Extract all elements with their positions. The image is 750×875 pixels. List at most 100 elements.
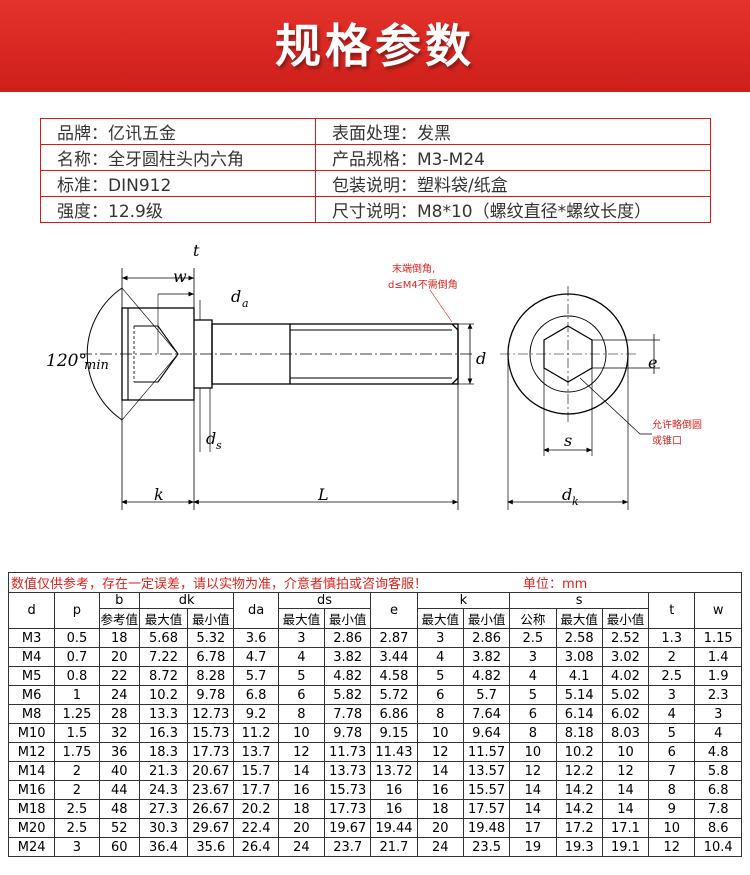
label-ds: d [206, 429, 216, 448]
sub-k-max: 最大值 [416, 608, 464, 629]
table-cell: 7.64 [462, 704, 511, 724]
product-info-table: 品牌：亿讯五金 表面处理：发黑 名称：全牙圆柱头内六角 产品规格：M3-M24 … [40, 118, 711, 223]
info-standard: 标准：DIN912 [40, 170, 316, 197]
table-cell: 2.5 [54, 799, 100, 819]
info-row: 品牌：亿讯五金 表面处理：发黑 [40, 118, 711, 145]
table-cell: 11.57 [462, 742, 511, 762]
table-cell: 16 [277, 780, 326, 800]
table-cell: 13.57 [462, 761, 511, 781]
table-cell: 40 [98, 761, 140, 781]
table-cell: 12 [416, 742, 464, 762]
col-ds: ds [277, 592, 372, 609]
table-cell: 6.02 [601, 704, 650, 724]
table-cell: 17.57 [462, 799, 511, 819]
table-cell: 14.2 [555, 799, 603, 819]
table-cell: 14.2 [555, 780, 603, 800]
table-cell: 9.64 [462, 723, 511, 743]
label-da: d [231, 287, 241, 306]
table-cell: 5 [277, 666, 326, 686]
info-surface: 表面处理：发黑 [315, 118, 711, 145]
table-cell: 15.7 [233, 761, 279, 781]
table-cell: 6 [416, 685, 464, 705]
table-cell: 6.14 [555, 704, 603, 724]
table-cell: 1.4 [694, 647, 742, 667]
table-cell: 17.2 [555, 818, 603, 838]
table-cell: 19 [509, 837, 557, 857]
table-header-row: d p b dk da ds e k s t w [7, 592, 742, 629]
table-cell: 8.18 [555, 723, 603, 743]
table-cell: 17.73 [187, 742, 235, 762]
label-dk: d [562, 485, 572, 504]
table-cell: 2.86 [324, 628, 372, 648]
table-cell: 11.2 [233, 723, 279, 743]
table-cell: 23.7 [324, 837, 372, 857]
note-round-1: 允许略倒圆 [652, 418, 702, 431]
table-cell: 20.2 [233, 799, 279, 819]
table-cell: 20.67 [187, 761, 235, 781]
info-packaging: 包装说明：塑料袋/纸盒 [315, 170, 711, 197]
table-cell: 7.8 [694, 799, 742, 819]
info-brand: 品牌：亿讯五金 [40, 118, 316, 145]
table-cell: 4 [277, 647, 326, 667]
table-cell: M16 [7, 780, 56, 800]
table-cell: 2.5 [509, 628, 557, 648]
header-banner: 规格参数 [0, 0, 750, 92]
table-cell: 14 [277, 761, 326, 781]
table-cell: 19.44 [370, 818, 418, 838]
label-s: s [564, 431, 572, 450]
sub-ds-min: 最小值 [324, 608, 372, 629]
table-cell: 2.58 [555, 628, 603, 648]
table-cell: M12 [7, 742, 56, 762]
sub-s-nom: 公称 [509, 608, 557, 629]
info-name: 名称：全牙圆柱头内六角 [40, 144, 316, 171]
table-cell: 4.7 [233, 647, 279, 667]
table-cell: 6 [648, 742, 696, 762]
table-cell: 16 [370, 780, 418, 800]
table-cell: 18 [98, 628, 140, 648]
table-cell: 5.7 [462, 685, 511, 705]
table-cell: 3.82 [324, 647, 372, 667]
table-cell: 17.73 [324, 799, 372, 819]
table-cell: 4.82 [324, 666, 372, 686]
label-k: k [154, 485, 164, 504]
table-cell: 19.48 [462, 818, 511, 838]
table-cell: 36 [98, 742, 140, 762]
end-view [500, 286, 660, 510]
table-cell: 15.73 [187, 723, 235, 743]
table-cell: 7 [648, 761, 696, 781]
table-cell: 19.1 [601, 837, 650, 857]
table-cell: 3.02 [601, 647, 650, 667]
table-cell: 23.67 [187, 780, 235, 800]
drawing-labels: t w d a d s d k L e s d k 120° min [46, 241, 657, 508]
col-s: s [509, 592, 650, 609]
table-cell: 30.3 [138, 818, 189, 838]
table-cell: 14 [601, 780, 650, 800]
note-chamfer-1: 末端倒角, [392, 262, 435, 275]
table-cell: 13.73 [324, 761, 372, 781]
table-cell: 0.8 [54, 666, 100, 686]
table-cell: 13.3 [138, 704, 189, 724]
table-cell: 24 [416, 837, 464, 857]
table-cell: 4 [648, 704, 696, 724]
table-cell: 13.7 [233, 742, 279, 762]
screw-technical-drawing: t w d a d s d k L e s d k 120° min 末端倒角,… [46, 241, 702, 510]
table-cell: 1.9 [694, 666, 742, 686]
table-cell: 18.3 [138, 742, 189, 762]
table-cell: 2.5 [54, 818, 100, 838]
label-ds-sub: s [216, 439, 222, 452]
table-cell: 8.28 [187, 666, 235, 686]
table-cell: 9 [648, 799, 696, 819]
col-t: t [648, 592, 696, 629]
table-cell: 4.82 [462, 666, 511, 686]
table-cell: 10.4 [694, 837, 742, 857]
table-cell: 17.1 [601, 818, 650, 838]
table-cell: 5 [416, 666, 464, 686]
table-cell: M6 [7, 685, 56, 705]
label-angle: 120° [46, 351, 87, 371]
info-spec: 产品规格：M3-M24 [315, 144, 711, 171]
table-cell: 24.3 [138, 780, 189, 800]
